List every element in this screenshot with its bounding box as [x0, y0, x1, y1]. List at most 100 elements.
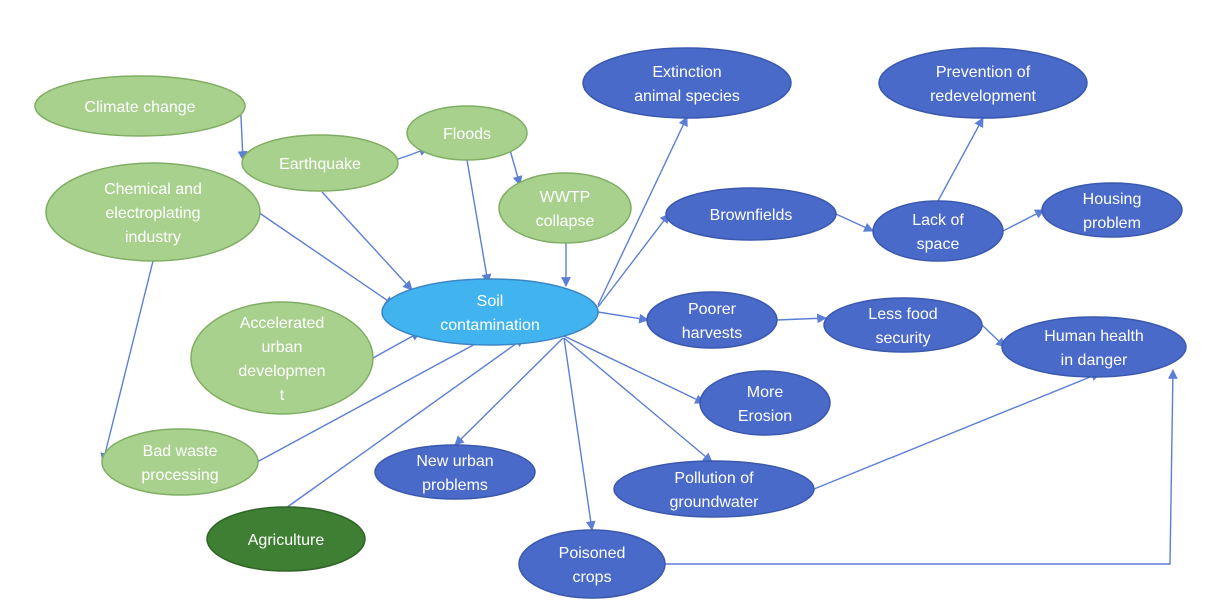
node-urban-label-line: urban [262, 339, 303, 356]
node-health-label-line: in danger [1061, 352, 1128, 369]
node-lack-label-line: Lack of [912, 212, 964, 229]
edge-food-to-health [981, 324, 1006, 348]
edge-lack-to-prevention [937, 117, 984, 202]
node-soil-label-line: contamination [440, 317, 540, 334]
node-brown-shape [665, 187, 837, 241]
edge-earthquake-to-soil [321, 191, 413, 291]
node-wwtp-shape [498, 172, 632, 244]
node-ground-shape [613, 460, 815, 518]
node-chemical-shape [45, 162, 261, 262]
node-soil-shape [381, 278, 599, 346]
node-lack: Lack of space [872, 200, 1004, 262]
node-climate-shape [34, 75, 246, 137]
node-soil: Soil contamination [381, 278, 599, 346]
node-extinction: Extinction animal species [582, 47, 792, 119]
edge-floods-to-soil [466, 159, 492, 284]
node-chemical-label-line: electroplating [105, 205, 200, 222]
node-urban-label-line: t [280, 387, 285, 404]
node-food: Less food security [823, 297, 983, 353]
node-harvest: Poorer harvests [646, 291, 778, 349]
node-erosion-label-line: Erosion [738, 408, 792, 425]
node-erosion-shape [699, 370, 831, 436]
node-brown: Brownfields [665, 187, 837, 241]
node-crops-shape [518, 529, 666, 599]
node-urban-shape [190, 301, 374, 415]
node-erosion-label-line: More [747, 384, 784, 401]
edge-harvest-to-food [776, 313, 827, 324]
node-lack-label-line: space [917, 236, 960, 253]
node-chemical-label-line: Chemical and [104, 181, 202, 198]
edge-brown-to-lack [835, 213, 874, 232]
node-ground-label-line: groundwater [670, 494, 760, 511]
node-earthquake-shape [241, 134, 399, 192]
node-housing-shape [1041, 182, 1183, 238]
edge-urban-to-soil [372, 331, 421, 359]
node-crops-label-line: crops [572, 569, 611, 586]
node-harvest-shape [646, 291, 778, 349]
edge-lack-to-housing [1002, 209, 1045, 232]
node-housing: Housing problem [1041, 182, 1183, 238]
edge-agri-to-soil [285, 337, 525, 509]
node-ground: Pollution of groundwater [613, 460, 815, 518]
node-harvest-label-line: Poorer [688, 301, 737, 318]
node-climate: Climate change [34, 75, 246, 137]
edge-waste-to-soil [256, 335, 491, 463]
edge-soil-to-harvest [597, 311, 649, 324]
node-housing-label-line: problem [1083, 215, 1141, 232]
node-ground-label-line: Pollution of [674, 470, 754, 487]
node-brown-label-line: Brownfields [710, 207, 793, 224]
node-prevention-shape [878, 47, 1088, 119]
node-floods: Floods [406, 105, 528, 161]
node-crops: Poisoned crops [518, 529, 666, 599]
node-extinction-label-line: Extinction [652, 64, 721, 81]
node-agri-shape [206, 506, 366, 572]
edge-ground-to-health [813, 371, 1101, 490]
node-wwtp: WWTP collapse [498, 172, 632, 244]
node-urban-label-line: Accelerated [240, 315, 325, 332]
edge-chemical-to-waste [100, 260, 154, 463]
node-earthquake-label-line: Earthquake [279, 156, 361, 173]
edge-floods-to-wwtp [509, 149, 523, 186]
node-earthquake: Earthquake [241, 134, 399, 192]
node-agri: Agriculture [206, 506, 366, 572]
node-health-label-line: Human health [1044, 328, 1144, 345]
edge-soil-to-brown [597, 213, 670, 308]
node-health-shape [1001, 316, 1187, 378]
node-food-label-line: security [875, 330, 930, 347]
node-newurban: New urban problems [374, 444, 536, 500]
edge-soil-to-crops [563, 337, 596, 531]
node-waste-shape [101, 428, 259, 496]
node-waste-label-line: processing [141, 467, 218, 484]
node-floods-shape [406, 105, 528, 161]
node-newurban-label-line: problems [422, 477, 488, 494]
edge-soil-to-erosion [563, 335, 705, 404]
node-extinction-label-line: animal species [634, 88, 740, 105]
node-harvest-label-line: harvests [682, 325, 742, 342]
node-wwtp-label-line: WWTP [540, 189, 591, 206]
node-housing-label-line: Housing [1083, 191, 1142, 208]
node-extinction-shape [582, 47, 792, 119]
node-waste-label-line: Bad waste [143, 443, 218, 460]
node-climate-label-line: Climate change [84, 99, 195, 116]
node-lack-shape [872, 200, 1004, 262]
node-health: Human health in danger [1001, 316, 1187, 378]
node-floods-label-line: Floods [443, 126, 491, 143]
node-chemical: Chemical and electroplating industry [45, 162, 261, 262]
node-agri-label-line: Agriculture [248, 532, 325, 549]
node-newurban-label-line: New urban [416, 453, 493, 470]
node-soil-label-line: Soil [477, 293, 504, 310]
edge-soil-to-newurban [454, 337, 564, 446]
node-food-label-line: Less food [868, 306, 937, 323]
node-crops-label-line: Poisoned [559, 545, 626, 562]
edge-crops-to-health [665, 369, 1178, 565]
node-wwtp-label-line: collapse [536, 213, 595, 230]
node-food-shape [823, 297, 983, 353]
edge-chemical-to-soil [257, 211, 395, 306]
node-chemical-label-line: industry [125, 229, 181, 246]
edge-soil-to-ground [563, 337, 713, 463]
